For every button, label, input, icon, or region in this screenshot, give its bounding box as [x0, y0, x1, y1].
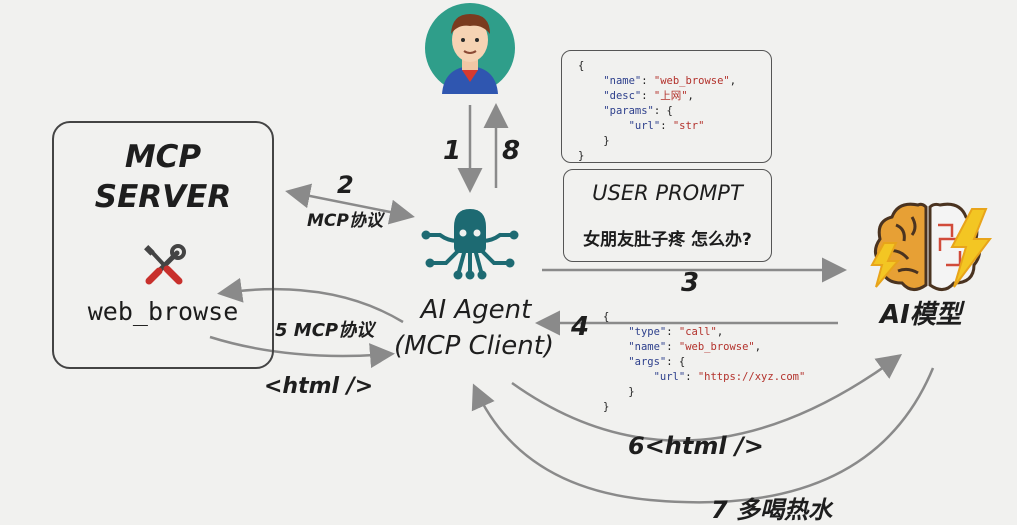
user-avatar: [425, 3, 515, 94]
user-prompt-text: 女朋友肚子疼 怎么办?: [583, 230, 752, 250]
user-prompt-box: USER PROMPT 女朋友肚子疼 怎么办?: [563, 169, 772, 262]
tc-type-key: "type": [628, 326, 667, 338]
step-4-label: 4: [571, 312, 590, 342]
ai-agent-icon: [421, 209, 519, 280]
mcp-server-title-line2: SERVER: [94, 179, 232, 215]
ai-agent-label: AI Agent: [420, 295, 532, 325]
tc-type-val: "call": [678, 326, 717, 338]
td-close: }: [578, 150, 585, 162]
tool-definition-code: { "name": "web_browse", "desc": "上网", "p…: [578, 60, 737, 162]
tools-icon: [144, 244, 186, 285]
step-2-label: 2: [337, 171, 354, 199]
td-name-key: "name": [603, 75, 642, 87]
td-desc-key: "desc": [603, 90, 642, 102]
arrow-step6: [511, 354, 903, 442]
arrow-step5: [217, 277, 404, 324]
td-inner-close: }: [603, 135, 610, 147]
td-params-key: "params": [603, 105, 654, 117]
tc-name-val: "web_browse": [678, 341, 755, 353]
step-1-label: 1: [443, 136, 462, 166]
td-open: {: [578, 60, 585, 72]
tc-name-key: "name": [628, 341, 667, 353]
td-url-val: "str": [672, 120, 705, 132]
step-7-label: 7 多喝热水: [711, 496, 833, 524]
tc-args-key: "args": [628, 356, 667, 368]
step-8-label: 8: [502, 136, 521, 166]
html-return-label: <html />: [264, 374, 374, 399]
tc-url-val: "https://xyz.com": [697, 371, 806, 383]
arrow-step2: [285, 183, 415, 225]
user-prompt-title: USER PROMPT: [592, 181, 743, 205]
tc-inner-close: }: [628, 386, 635, 398]
tc-url-key: "url": [653, 371, 686, 383]
tc-open: {: [603, 311, 610, 323]
ai-model-label: AI模型: [880, 300, 962, 330]
tc-close: }: [603, 401, 610, 413]
step-5-label: 5 MCP协议: [275, 320, 375, 341]
step-6-label: 6<html />: [628, 432, 764, 460]
mcp-server-title-line1: MCP: [124, 139, 202, 175]
td-name-val: "web_browse": [653, 75, 730, 87]
ai-model-brain-icon: [870, 202, 992, 291]
flow-arrows: [209, 103, 935, 504]
mcp-client-label: (MCP Client): [393, 331, 555, 361]
mcp-server-box: MCP SERVER web_browse: [52, 121, 274, 369]
step-2-protocol-label: MCP协议: [307, 211, 383, 231]
tool-call-code: { "type": "call", "name": "web_browse", …: [603, 311, 806, 413]
arrow-step7: [471, 367, 935, 504]
td-desc-val: "上网": [653, 90, 688, 102]
tool-definition-box: { "name": "web_browse", "desc": "上网", "p…: [561, 50, 772, 163]
tool-name-web-browse: web_browse: [87, 297, 239, 326]
td-url-key: "url": [628, 120, 661, 132]
arrow-html-return: [209, 335, 395, 369]
step-3-label: 3: [681, 268, 700, 298]
